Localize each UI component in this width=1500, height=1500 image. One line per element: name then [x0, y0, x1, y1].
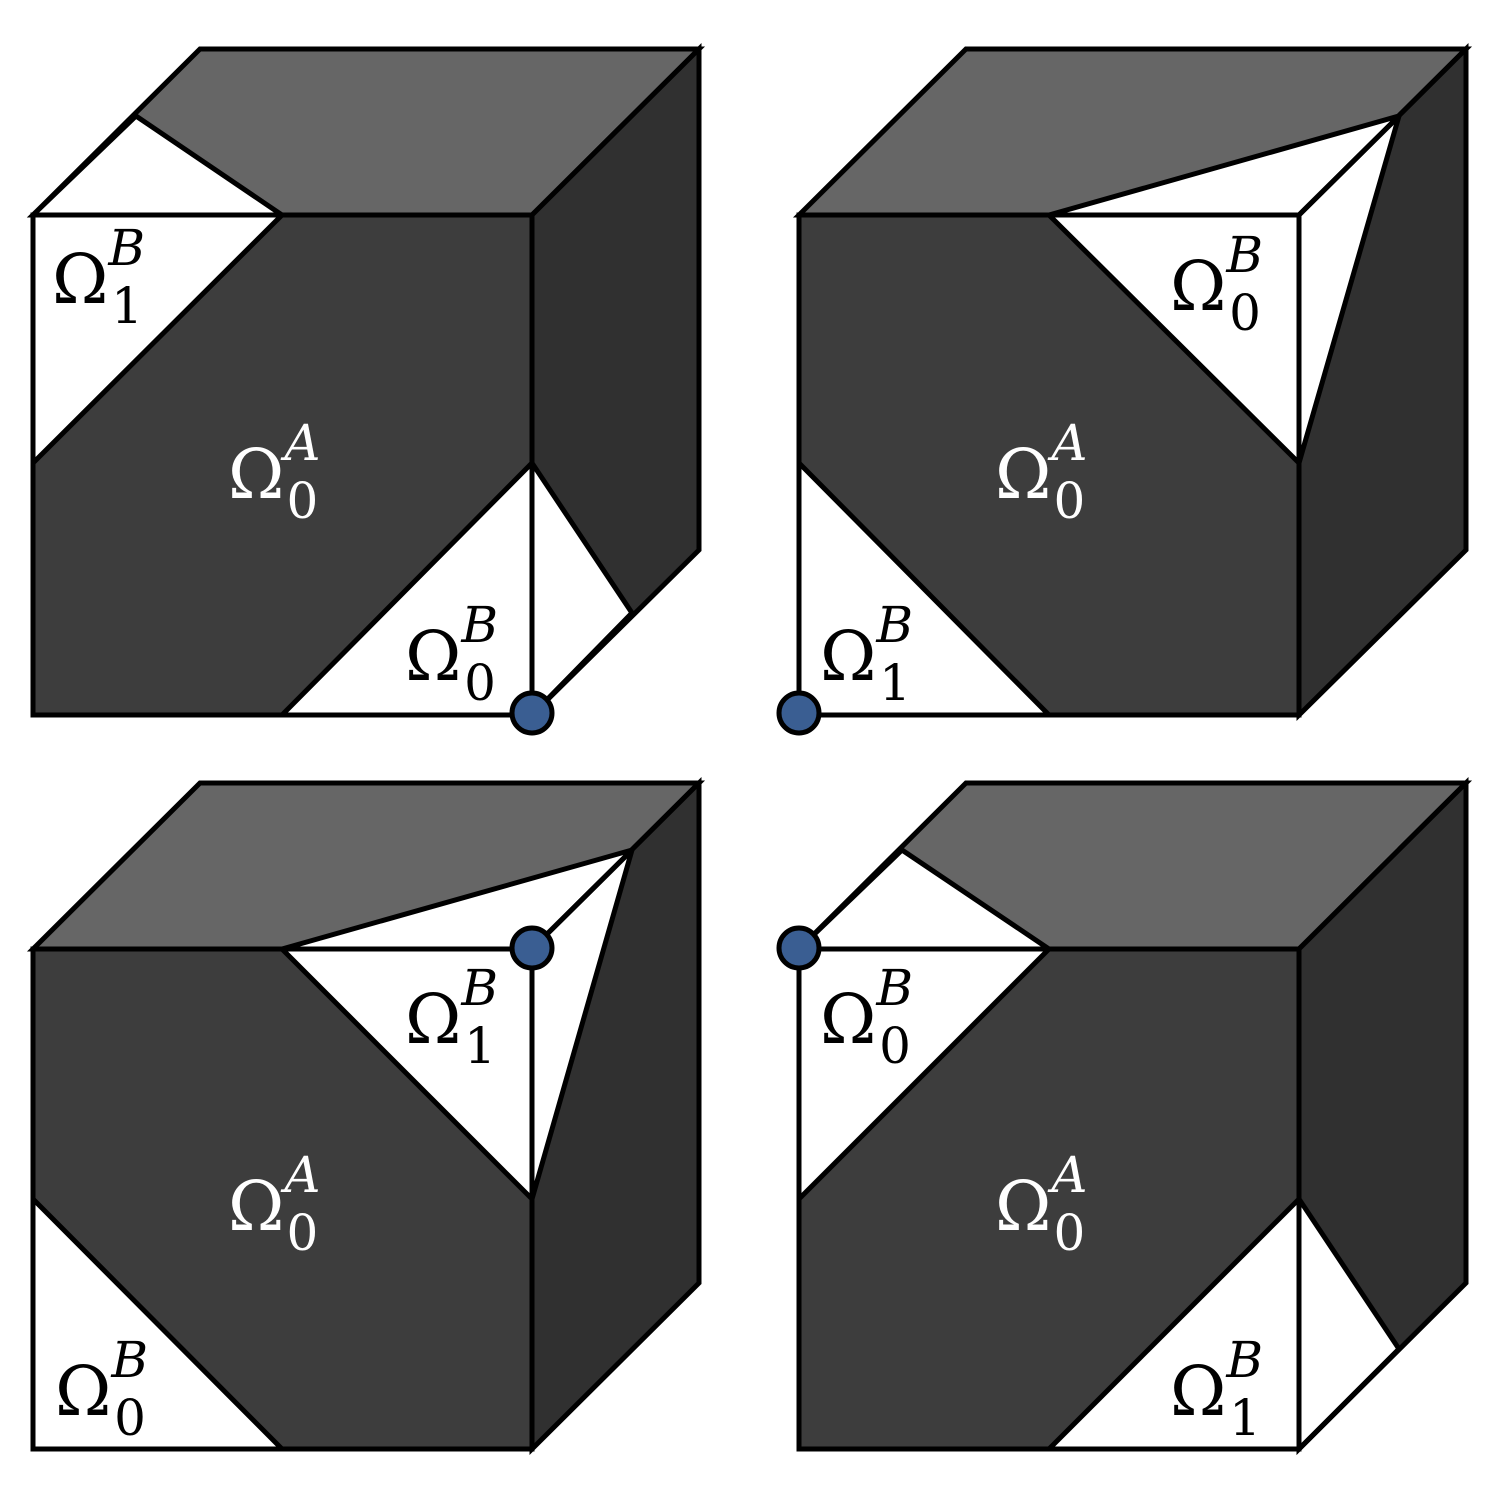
omega-symbol: Ω [52, 241, 108, 320]
cube-2-region-b-lower-left [796, 456, 1056, 718]
label-subscript: 0 [464, 654, 496, 712]
label-superscript: B [460, 596, 498, 654]
label-subscript: 0 [1054, 1204, 1086, 1262]
omega-symbol: Ω [820, 618, 876, 697]
omega-symbol: Ω [405, 981, 461, 1060]
label-subscript: 0 [879, 1017, 911, 1075]
label-superscript: B [110, 1331, 148, 1389]
omega-symbol: Ω [228, 436, 284, 515]
cube-3-top-right-edge [530, 848, 634, 951]
cube-4-bottom-right-edge [1297, 1347, 1401, 1451]
label-subscript: 0 [287, 472, 319, 530]
label-superscript: B [875, 596, 913, 654]
label-subscript: 0 [287, 1204, 319, 1262]
cube-3-vertex-marker [509, 925, 555, 971]
label-superscript: A [280, 414, 320, 472]
label-subscript: 1 [111, 277, 143, 335]
cube-3-region-b-lower-left [30, 1192, 289, 1452]
cube-1-region-b-upper-left [30, 212, 289, 470]
omega-symbol: Ω [995, 1168, 1051, 1247]
omega-symbol: Ω [1170, 248, 1226, 327]
label-subscript: 1 [464, 1017, 496, 1075]
omega-symbol: Ω [995, 436, 1051, 515]
label-subscript: 0 [1229, 284, 1261, 342]
label-superscript: B [107, 219, 145, 277]
label-subscript: 0 [1054, 472, 1086, 530]
cube-1-vertex-marker [509, 690, 555, 736]
label-superscript: B [875, 959, 913, 1017]
label-subscript: 0 [114, 1389, 146, 1447]
label-superscript: A [280, 1146, 320, 1204]
label-superscript: B [460, 959, 498, 1017]
label-superscript: B [1225, 226, 1263, 284]
label-superscript: A [1047, 1146, 1087, 1204]
label-subscript: 1 [879, 654, 911, 712]
cube-2-top-right-edge [1297, 114, 1401, 217]
label-superscript: B [1225, 1331, 1263, 1389]
omega-symbol: Ω [820, 981, 876, 1060]
cube-2-vertex-marker [776, 690, 822, 736]
omega-symbol: Ω [1170, 1353, 1226, 1432]
omega-symbol: Ω [55, 1353, 111, 1432]
omega-symbol: Ω [228, 1168, 284, 1247]
cube-4-region-b-upper-left [796, 946, 1056, 1206]
cube-4-vertex-marker [776, 925, 822, 971]
omega-symbol: Ω [405, 618, 461, 697]
label-subscript: 1 [1229, 1389, 1261, 1447]
label-superscript: A [1047, 414, 1087, 472]
